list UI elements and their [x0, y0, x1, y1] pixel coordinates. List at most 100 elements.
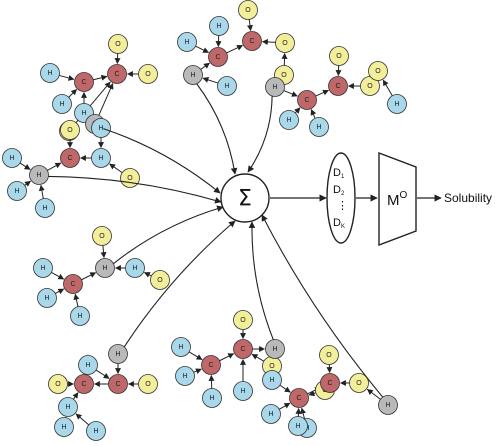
atom-label: O: [145, 381, 151, 388]
model-label: MO: [387, 190, 408, 209]
aggregation-arrow: [261, 214, 384, 398]
atom-label: O: [356, 380, 362, 387]
atom-label: O: [245, 7, 251, 14]
atom-label: O: [367, 83, 373, 90]
atom-label: H: [44, 295, 49, 302]
atom-node: [35, 198, 55, 218]
atom-label: C: [208, 362, 213, 369]
atom-label: O: [326, 352, 332, 359]
bond-edge: [81, 272, 97, 281]
atom-label: O: [336, 53, 342, 60]
atom-node: [208, 47, 228, 67]
bond-edge: [72, 392, 79, 400]
atom-node: [233, 339, 253, 359]
bond-edge: [279, 384, 291, 393]
atom-label: H: [98, 155, 103, 162]
bond-edge: [226, 45, 244, 54]
atom-node: [125, 258, 145, 278]
atom-label: H: [132, 265, 137, 272]
atom-node: [70, 306, 90, 326]
atom-node: [74, 374, 94, 394]
aggregation-edges: [48, 83, 384, 398]
bond-edge: [24, 180, 31, 187]
atom-node: [108, 34, 128, 54]
atom-label: H: [286, 117, 291, 124]
atom-node: [108, 344, 128, 364]
bond-edge: [75, 413, 90, 426]
atom-node: [54, 417, 74, 437]
atom-node: [349, 373, 369, 393]
atom-label: H: [115, 351, 120, 358]
descriptor-d1: D1: [333, 167, 345, 180]
atom-node: [288, 416, 308, 436]
atom-label: H: [9, 155, 14, 162]
atom-label: O: [115, 41, 121, 48]
atom-label: H: [182, 373, 187, 380]
atom-node: [265, 339, 285, 359]
atom-label: H: [269, 377, 274, 384]
atom-node: [279, 110, 299, 130]
atom-label: O: [281, 72, 287, 79]
atom-label: H: [394, 101, 399, 108]
atom-label: H: [190, 72, 195, 79]
bond-edge: [279, 402, 291, 410]
atom-label: C: [335, 83, 340, 90]
atom-node: [309, 117, 329, 137]
atom-node: [138, 64, 158, 84]
summation-symbol: Σ: [238, 187, 252, 212]
atom-node: [91, 118, 111, 138]
bond-edge: [188, 351, 203, 361]
bond-edge: [98, 83, 114, 116]
atom-node: [261, 404, 281, 424]
atom-node: [238, 0, 258, 20]
model-block: MO: [378, 151, 417, 247]
atom-label: H: [81, 110, 86, 117]
atom-node: [387, 94, 407, 114]
atom-node: [233, 381, 253, 401]
atom-node: [328, 76, 348, 96]
bond-edge: [300, 407, 306, 419]
molecule-layer: HHHCOCOOHHHCOCOOHHHCHHCOOOHHHHHCOHOHOHHC…: [2, 0, 407, 441]
atom-node: [108, 374, 128, 394]
bond-edge: [109, 163, 123, 174]
atom-node: [378, 395, 398, 415]
atom-label: O: [127, 175, 133, 182]
bond-edge: [382, 79, 393, 97]
atom-label: H: [61, 424, 66, 431]
atom-label: O: [375, 68, 381, 75]
atom-label: H: [102, 265, 107, 272]
atom-node: [58, 397, 78, 417]
bond-edge: [219, 353, 235, 362]
atom-node: [368, 61, 388, 81]
aggregation-arrow: [113, 205, 224, 265]
atom-node: [74, 72, 94, 92]
atom-label: O: [269, 363, 275, 370]
atom-node: [202, 388, 222, 408]
descriptor-vector: D1 D2 ⋮ DK: [326, 152, 356, 244]
bond-edge: [143, 272, 152, 278]
atom-node: [175, 366, 195, 386]
bond-edge: [308, 390, 317, 397]
atom-node: [275, 33, 295, 53]
atom-label: O: [282, 40, 288, 47]
atom-label: H: [240, 388, 245, 395]
atom-node: [209, 16, 229, 36]
atom-label: H: [178, 344, 183, 351]
atom-label: H: [77, 313, 82, 320]
descriptor-ellipsis: ⋮: [337, 200, 348, 212]
aggregation-arrow: [48, 175, 222, 204]
summation-node: Σ: [220, 173, 270, 223]
bond-edge: [59, 74, 75, 81]
atom-label: H: [40, 265, 45, 272]
atom-label: H: [385, 402, 390, 409]
atom-node: [265, 77, 285, 97]
atom-label: O: [240, 317, 246, 324]
atom-node: [52, 94, 72, 114]
atom-node: [91, 148, 111, 168]
atom-node: [289, 388, 309, 408]
